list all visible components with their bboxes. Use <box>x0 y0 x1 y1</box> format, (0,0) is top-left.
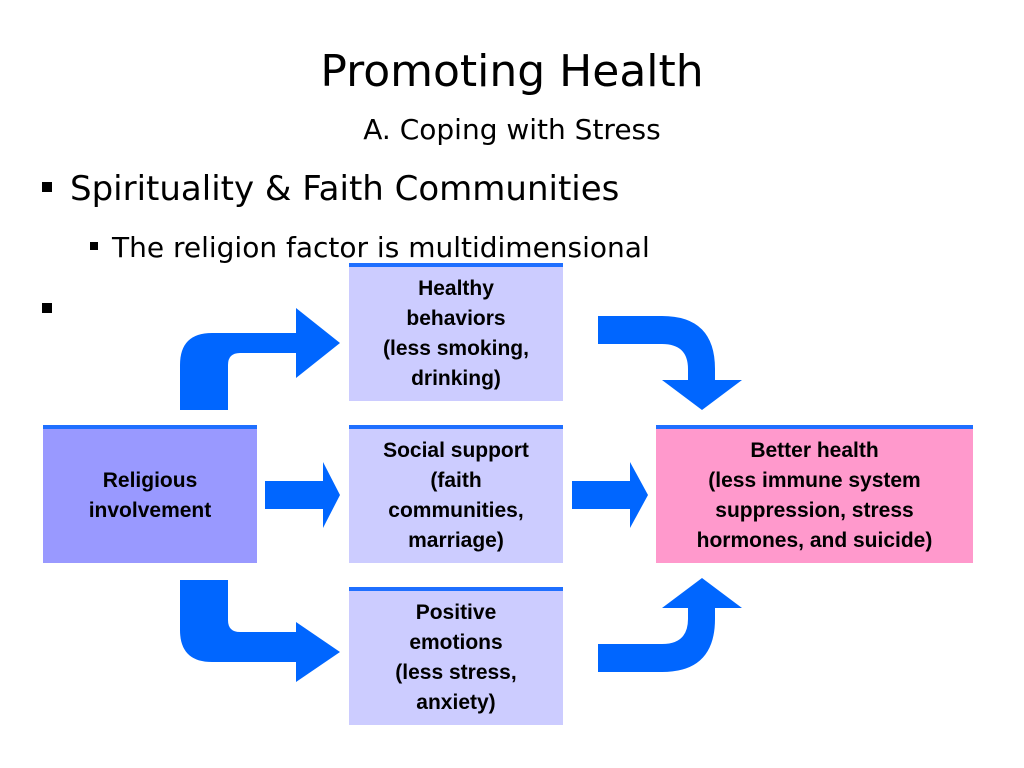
bullet-level1-spirituality: Spirituality & Faith Communities <box>42 166 619 212</box>
slide-title: Promoting Health <box>320 46 704 97</box>
arrow-social-to-better <box>572 462 648 528</box>
node-positive-emotions: Positive emotions (less stress, anxiety) <box>349 587 563 725</box>
square-bullet-icon <box>90 242 98 250</box>
bullet-text: Spirituality & Faith Communities <box>70 169 620 209</box>
node-healthy-behaviors: Healthy behaviors (less smoking, drinkin… <box>349 263 563 401</box>
square-bullet-icon <box>42 181 52 192</box>
bullet-level1-empty <box>42 290 70 330</box>
slide-subtitle: A. Coping with Stress <box>363 113 661 146</box>
node-religious-involvement: Religious involvement <box>43 425 257 563</box>
bullet-text: The religion factor is multidimensional <box>112 231 650 264</box>
arrow-religious-to-social <box>265 462 340 528</box>
node-social-support: Social support (faith communities, marri… <box>349 425 563 563</box>
arrow-healthy-to-better <box>598 316 742 410</box>
arrow-positive-to-better <box>598 578 742 672</box>
bullet-level2-religion-factor: The religion factor is multidimensional <box>90 229 650 267</box>
arrow-religious-to-positive <box>180 580 340 682</box>
node-better-health: Better health (less immune system suppre… <box>656 425 973 563</box>
arrow-religious-to-healthy <box>180 308 340 410</box>
square-bullet-icon <box>42 302 52 313</box>
